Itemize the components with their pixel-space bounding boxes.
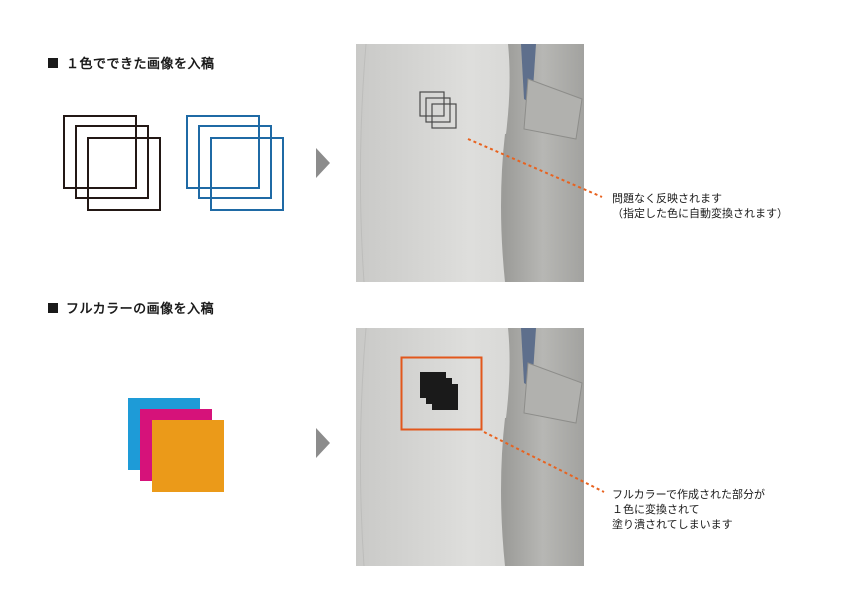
blue-outline-square-1 xyxy=(186,115,260,189)
blue-outline-squares-image xyxy=(186,115,284,211)
orange-square xyxy=(152,420,224,492)
shirt-sleeve-photo-1 xyxy=(356,44,584,282)
result-note-1: 問題なく反映されます （指定した色に自動変換されます） xyxy=(612,191,788,221)
leader-line-1 xyxy=(467,138,603,198)
black-outline-square-3 xyxy=(87,137,161,211)
blue-outline-square-2 xyxy=(198,125,272,199)
section-2-heading: フルカラーの画像を入稿 xyxy=(48,298,214,317)
square-bullet-icon xyxy=(48,57,58,68)
result-note-1-line-2: （指定した色に自動変換されます） xyxy=(612,207,788,220)
shirt-sleeve-photo-2 xyxy=(356,328,584,566)
square-bullet-icon xyxy=(48,302,58,313)
result-note-2: フルカラーで作成された部分が １色に変換されて 塗り潰されてしまいます xyxy=(612,487,765,532)
printed-outline-logo xyxy=(419,91,457,129)
result-note-2-line-2: １色に変換されて xyxy=(612,503,700,516)
black-outline-square-2 xyxy=(75,125,149,199)
result-note-2-line-3: 塗り潰されてしまいます xyxy=(612,518,733,531)
printed-filled-logo xyxy=(420,372,458,410)
section-1-heading-text: １色でできた画像を入稿 xyxy=(66,57,215,72)
highlight-box xyxy=(400,356,483,431)
black-outline-square-1 xyxy=(63,115,137,189)
leader-line-2 xyxy=(483,431,605,493)
section-2-heading-text: フルカラーの画像を入稿 xyxy=(66,302,215,317)
section-1-heading: １色でできた画像を入稿 xyxy=(48,53,215,72)
full-color-squares-image xyxy=(128,398,224,492)
black-outline-squares-image xyxy=(63,115,161,211)
right-arrow-icon xyxy=(316,428,330,458)
blue-outline-square-3 xyxy=(210,137,284,211)
result-note-2-line-1: フルカラーで作成された部分が xyxy=(612,488,766,501)
right-arrow-icon xyxy=(316,148,330,178)
result-note-1-line-1: 問題なく反映されます xyxy=(612,192,722,205)
